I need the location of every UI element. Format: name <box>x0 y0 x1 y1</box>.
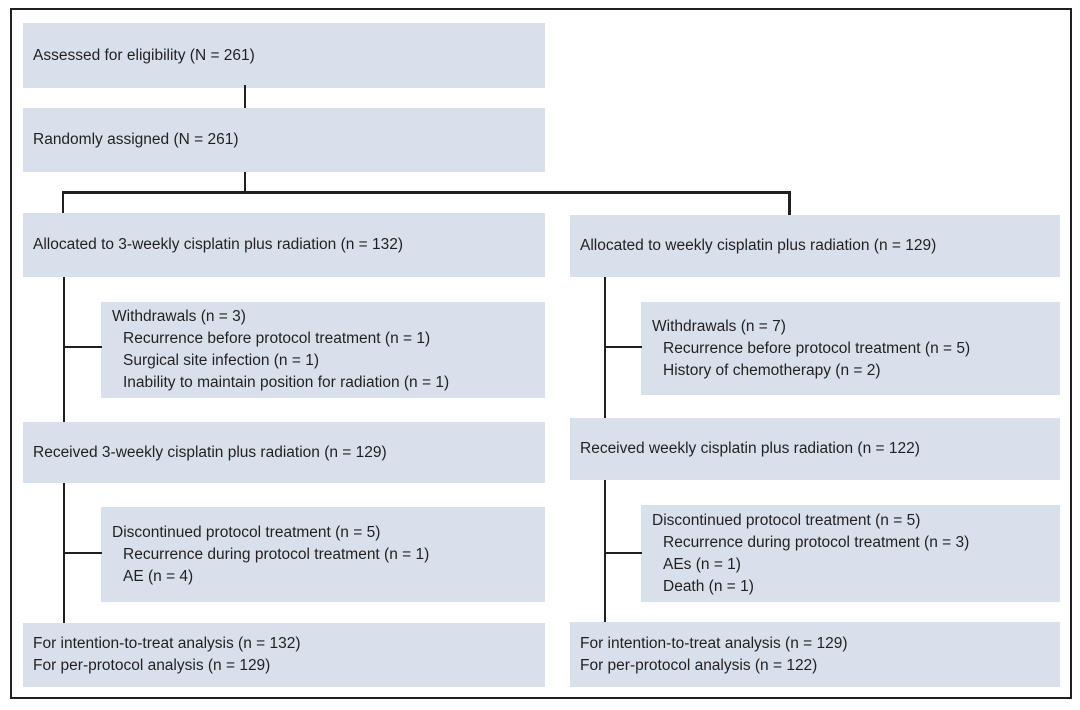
discontinued-right-detail: Recurrence during protocol treatment (n … <box>663 533 970 551</box>
allocated-weekly-text: Allocated to weekly cisplatin plus radia… <box>580 237 937 254</box>
withdrawals-right-detail: History of chemotherapy (n = 2) <box>663 361 881 379</box>
stub-right-discontinued <box>603 551 642 554</box>
withdrawals-right-box: Withdrawals (n = 7) Recurrence before pr… <box>641 302 1060 395</box>
withdrawals-left-box: Withdrawals (n = 3) Recurrence before pr… <box>101 302 545 398</box>
discontinued-left-detail: Recurrence during protocol treatment (n … <box>123 545 430 563</box>
discontinued-left-box: Discontinued protocol treatment (n = 5) … <box>101 507 545 602</box>
right-spine-lower <box>603 480 606 622</box>
discontinued-right-detail: AEs (n = 1) <box>663 555 741 573</box>
withdrawals-left-detail: Inability to maintain position for radia… <box>123 374 450 391</box>
discontinued-left-detail: AE (n = 4) <box>123 567 194 585</box>
received-weekly-text: Received weekly cisplatin plus radiation… <box>580 440 920 457</box>
branch-horizontal-line <box>61 191 791 194</box>
received-3weekly-text: Received 3-weekly cisplatin plus radiati… <box>33 443 387 461</box>
connector-randomized-to-branch <box>243 172 246 193</box>
withdrawals-left-detail: Surgical site infection (n = 1) <box>123 352 319 369</box>
withdrawals-right-title: Withdrawals (n = 7) <box>652 317 786 335</box>
withdrawals-left-title: Withdrawals (n = 3) <box>112 308 246 325</box>
branch-drop-right <box>788 191 791 215</box>
stub-left-withdrawals <box>62 345 102 348</box>
left-spine-upper <box>62 277 65 422</box>
discontinued-right-title: Discontinued protocol treatment (n = 5) <box>652 511 921 529</box>
branch-drop-left <box>61 191 64 213</box>
figure-border <box>10 8 1072 699</box>
discontinued-left-title: Discontinued protocol treatment (n = 5) <box>112 523 381 541</box>
received-3weekly-box: Received 3-weekly cisplatin plus radiati… <box>23 422 545 483</box>
withdrawals-right-detail: Recurrence before protocol treatment (n … <box>663 339 971 357</box>
assessed-eligibility-box: Assessed for eligibility (N = 261) <box>23 23 545 88</box>
stub-left-discontinued <box>62 551 102 554</box>
received-weekly-box: Received weekly cisplatin plus radiation… <box>570 418 1060 480</box>
analysis-right-box: For intention-to-treat analysis (n = 129… <box>570 622 1060 687</box>
discontinued-right-box: Discontinued protocol treatment (n = 5) … <box>641 505 1060 602</box>
allocated-3weekly-box: Allocated to 3-weekly cisplatin plus rad… <box>23 213 545 277</box>
withdrawals-left-detail: Recurrence before protocol treatment (n … <box>123 330 431 347</box>
analysis-left-box: For intention-to-treat analysis (n = 132… <box>23 623 545 687</box>
discontinued-right-detail: Death (n = 1) <box>663 577 754 595</box>
allocated-weekly-box: Allocated to weekly cisplatin plus radia… <box>570 215 1060 277</box>
connector-assessed-to-randomized <box>243 85 246 108</box>
stub-right-withdrawals <box>603 345 642 348</box>
randomly-assigned-box: Randomly assigned (N = 261) <box>23 108 545 172</box>
assessed-eligibility-text: Assessed for eligibility (N = 261) <box>33 46 255 64</box>
analysis-right-line: For per-protocol analysis (n = 122) <box>580 656 818 674</box>
analysis-left-line: For intention-to-treat analysis (n = 132… <box>33 635 301 652</box>
analysis-left-line: For per-protocol analysis (n = 129) <box>33 657 271 674</box>
allocated-3weekly-text: Allocated to 3-weekly cisplatin plus rad… <box>33 236 404 253</box>
analysis-right-line: For intention-to-treat analysis (n = 129… <box>580 634 848 652</box>
randomly-assigned-text: Randomly assigned (N = 261) <box>33 131 239 148</box>
